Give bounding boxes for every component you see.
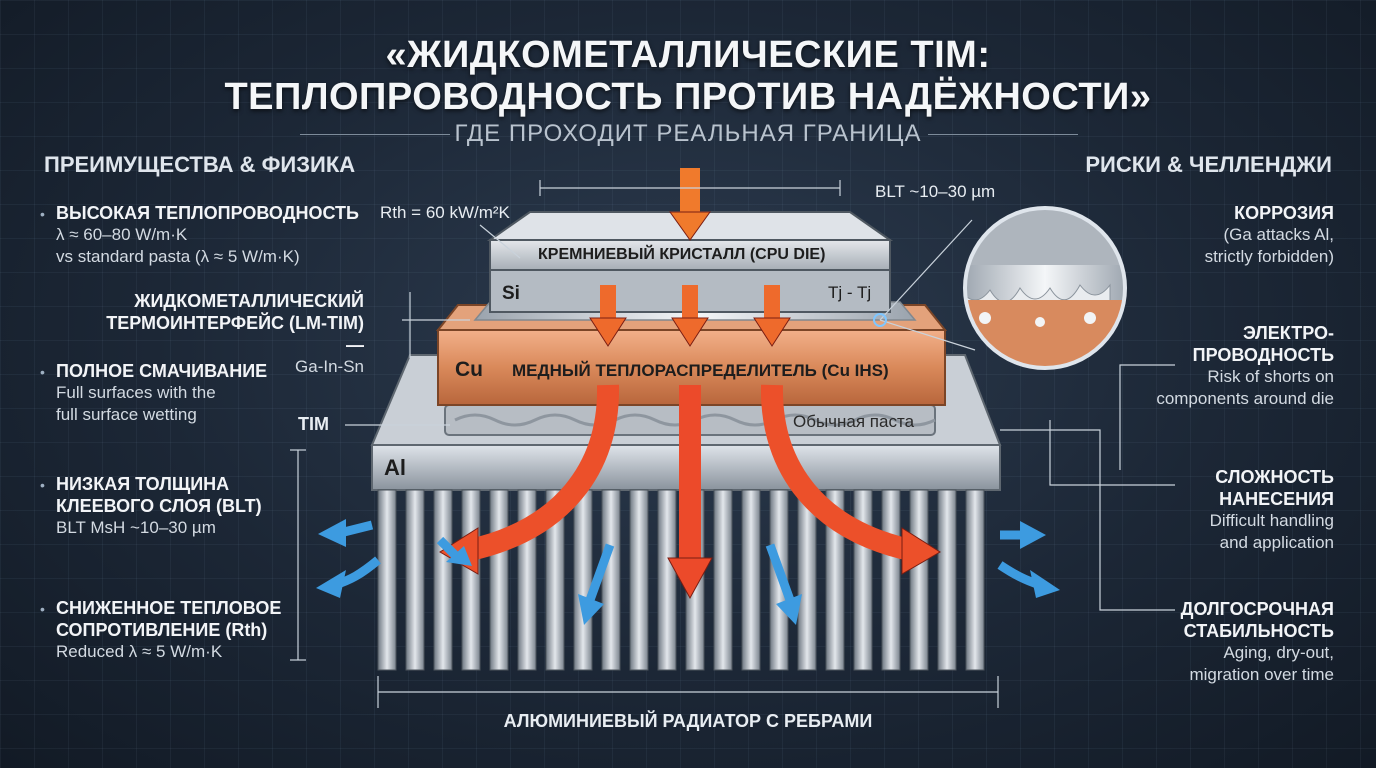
air-arrow-inner-right [765, 543, 795, 602]
title-line-2: ТЕПЛОПРОВОДНОСТЬ ПРОТИВ НАДЁЖНОСТИ» [224, 76, 1152, 118]
cu-label: Cu [455, 358, 483, 381]
heat-arrow-top-head [669, 211, 711, 241]
rth-label: Rth = 60 kW/m²K [380, 203, 510, 222]
dimension-lines [290, 180, 999, 708]
right-item-corrosion: КОРРОЗИЯ (Ga attacks Al, strictly forbid… [1204, 203, 1334, 266]
heat-arrow-curve-left [467, 384, 620, 561]
heatsink-fin [377, 489, 397, 671]
subtitle-rule-left [300, 134, 450, 135]
heatsink-fin [629, 489, 649, 671]
si-label: Si [502, 283, 520, 304]
heatsink-fin [881, 489, 901, 671]
airflow-arrows [316, 519, 1060, 625]
left-section-heading: ПРЕИМУЩЕСТВА & ФИЗИКА [44, 152, 356, 177]
radiator-label: АЛЮМИНИЕВЫЙ РАДИАТОР С РЕБРАМИ [503, 711, 873, 731]
right-section-heading: РИСКИ & ЧЕЛЛЕНДЖИ [1085, 152, 1332, 177]
cpu-die-label: КРЕМНИЕВЫЙ КРИСТАЛЛ (CPU DIE) [538, 246, 826, 263]
air-arrow-inner-left-head [578, 594, 604, 625]
heatsink-fin [713, 489, 733, 671]
heatsink-fin [825, 489, 845, 671]
right-item-electroconductivity: ЭЛЕКТРО- ПРОВОДНОСТЬ Risk of shorts on c… [1156, 323, 1334, 408]
heat-arrow-curve-right-head [901, 527, 941, 575]
heatsink-fin [909, 489, 929, 671]
subtitle: ГДЕ ПРОХОДИТ РЕАЛЬНАЯ ГРАНИЦА [454, 120, 922, 147]
ihs-label: МЕДНЫЙ ТЕПЛОРАСПРЕДЕЛИТЕЛЬ (Cu IHS) [512, 361, 889, 380]
tim-label: TIM [298, 414, 329, 434]
heatsink-fin [937, 489, 957, 671]
left-item-reduced-resistance: • СНИЖЕННОЕ ТЕПЛОВОЕ СОПРОТИВЛЕНИЕ (Rth)… [40, 598, 282, 661]
right-item-application-difficulty: СЛОЖНОСТЬ НАНЕСЕНИЯ Difficult handling a… [1209, 467, 1334, 552]
left-item-high-conductivity: • ВЫСОКАЯ ТЕПЛОПРОВОДНОСТЬ λ ≈ 60–80 W/m… [40, 203, 359, 266]
heatsink-fin [545, 489, 565, 671]
heatsink-fin [853, 489, 873, 671]
lm-tim-label: ЖИДКОМЕТАЛЛИЧЕСКИЙ ТЕРМОИНТЕРФЕЙС (LM-TI… [106, 291, 364, 376]
air-arrow-inner-far-left [436, 536, 459, 559]
subtitle-rule-right [928, 134, 1078, 135]
heatsink-fin [741, 489, 761, 671]
heat-arrow-down-head [667, 557, 713, 600]
heatsink-fin [489, 489, 509, 671]
blt-top-label: BLT ~10–30 µm [875, 182, 996, 201]
title-line-1: «ЖИДКОМЕТАЛЛИЧЕСКИЕ TIM: [385, 34, 991, 76]
heatsink-fin [573, 489, 593, 671]
connector-lines [1000, 364, 1175, 611]
air-arrow-right-lower-head [1030, 570, 1060, 598]
al-label: Al [384, 455, 406, 480]
heatsink-fin [797, 489, 817, 671]
heatsink-fin [433, 489, 453, 671]
tj-label: Tj - Tj [828, 283, 872, 302]
right-item-long-term-stability: ДОЛГОСРОЧНАЯ СТАБИЛЬНОСТЬ Aging, dry-out… [1180, 599, 1334, 684]
heat-arrow-die-center-head [671, 317, 709, 347]
heat-arrow-die-right-head [753, 317, 791, 347]
left-item-low-blt: • НИЗКАЯ ТОЛЩИНА КЛЕЕВОГО СЛОЯ (BLT) BLT… [40, 474, 262, 537]
heatsink-fin [965, 489, 985, 671]
air-arrow-left-lower-head [316, 570, 346, 598]
air-arrow-inner-right-head [776, 594, 802, 625]
air-arrow-left-upper-head [318, 519, 346, 547]
paste-label: Обычная паста [793, 412, 915, 431]
heat-flow-arrows [439, 168, 941, 600]
heatsink-fin [461, 489, 481, 671]
heatsink-fin [657, 489, 677, 671]
air-arrow-inner-left [585, 543, 615, 602]
heat-arrow-die-left-head [589, 317, 627, 347]
heat-arrow-curve-right [760, 384, 913, 561]
heatsink-fin [601, 489, 621, 671]
left-item-full-wetting: • ПОЛНОЕ СМАЧИВАНИЕ Full surfaces with t… [40, 361, 268, 424]
air-arrow-right-upper-head [1020, 521, 1046, 549]
heatsink-fin [405, 489, 425, 671]
air-arrow-inner-far-left-head [446, 546, 472, 566]
